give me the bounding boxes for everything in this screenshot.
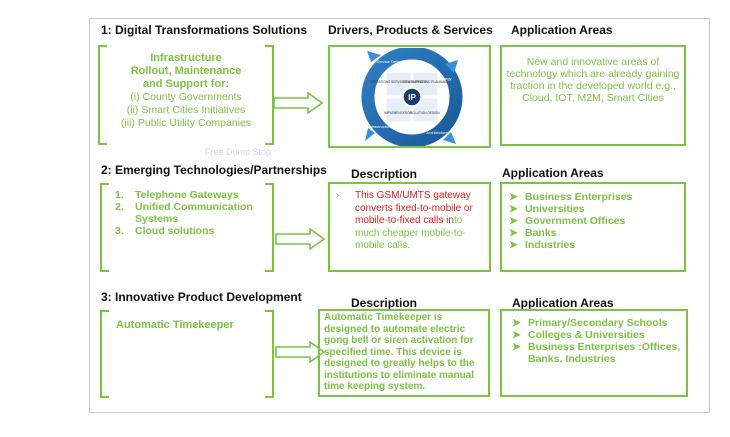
quad-2: CONSULTING AND PLANNING [402, 80, 448, 84]
ring-label-2: Strategy [437, 76, 452, 81]
desc-green-part: to much cheaper mobile-to-mobile calls. [355, 215, 466, 251]
cycle-arrowhead-3 [365, 128, 375, 141]
row2-app-list: ➤Business Enterprises ➤Universities ➤Gov… [509, 191, 681, 251]
row2-heading: 2: Emerging Technologies/Partnerships [101, 163, 327, 177]
quad-4: IMPLEMENTATION [384, 111, 413, 115]
row2-item-1: 1. Telephone Gateways [115, 189, 239, 201]
row2-item-2: 2. Unified Communication Systems [115, 201, 253, 225]
row2-desc-text: This GSM/UMTS gateway converts fixed-to-… [355, 190, 485, 253]
row3-app-item-1: ➤Primary/Secondary Schools [512, 317, 668, 329]
row2-list: 1. Telephone Gateways 2. Unified Communi… [115, 189, 265, 237]
row2-app-heading: Application Areas [502, 166, 604, 180]
cycle-arrowhead-4 [367, 51, 381, 62]
row2-app-box [500, 182, 686, 272]
row1-app-box [500, 45, 686, 146]
row1-heading: 1: Digital Transformations Solutions [101, 23, 308, 37]
row3-desc-box [318, 309, 490, 397]
ip-cycle-diagram: IP OPERATIONS SERVICES & SUPPORT CONSULT… [361, 48, 463, 146]
infra-item-3: (iii) Public Utility Companies [120, 117, 252, 129]
outer-frame [89, 18, 710, 413]
infra-item-1: (i) County Governments [130, 91, 242, 103]
drivers-box [328, 45, 491, 148]
row1-app-text: New and innovative areas of technology w… [506, 56, 680, 104]
row2-desc-heading: Description [351, 167, 418, 181]
infra-title-1: Infrastructure [150, 52, 222, 64]
desc-bullet: › [336, 190, 340, 201]
drivers-heading: Drivers, Products & Services [328, 23, 493, 37]
row3-bracket [100, 310, 274, 398]
row2-app-item-4: ➤Banks [509, 227, 557, 239]
row2-desc-box [328, 182, 491, 272]
infra-item-2: (ii) Smart Cities Initiatives [126, 104, 246, 116]
ring-label-3: Architecture [426, 130, 448, 135]
row2-item-3: 3. Cloud solutions [115, 225, 215, 237]
quad-3: SOLUTION DESIGN [410, 111, 440, 115]
cycle-arrowhead-2 [443, 132, 456, 144]
row2-bracket [100, 183, 274, 272]
row1-arrow [273, 92, 324, 114]
row2-app-item-1: ➤Business Enterprises [509, 191, 633, 203]
row3-heading: 3: Innovative Product Development [101, 290, 302, 304]
row2-app-item-2: ➤Universities [509, 203, 585, 215]
ghost-watermark-text: Free Dump Stop [205, 147, 272, 157]
cycle-arrowhead-1 [445, 60, 458, 73]
ring-label-1: Service Delivery [377, 59, 406, 64]
desc-red-part: This GSM/UMTS gateway converts fixed-to-… [355, 190, 473, 226]
row2-arrow [275, 228, 326, 250]
ring-label-4: Infrastructure [368, 124, 392, 129]
row3-arrow [275, 341, 326, 363]
quad-1: OPERATIONS SERVICES & SUPPORT [370, 80, 427, 84]
infra-title-3: and Support for: [142, 78, 230, 90]
row1-app-heading: Application Areas [511, 23, 613, 37]
row2-app-item-3: ➤Government Offices [509, 215, 626, 227]
infra-block: Infrastructure Rollout, Maintenance and … [105, 52, 267, 130]
row3-app-box [500, 309, 688, 397]
row3-app-heading: Application Areas [512, 296, 614, 310]
row2-app-item-5: ➤Industries [509, 239, 576, 251]
product-name: Automatic Timekeeper [116, 319, 234, 331]
row3-app-list: ➤Primary/Secondary Schools ➤Colleges & U… [512, 317, 684, 365]
infra-title-2: Rollout, Maintenance [130, 65, 242, 77]
row3-desc-text: Automatic Timekeeper is designed to auto… [324, 312, 475, 392]
row3-desc-heading: Description [351, 296, 418, 310]
row1-bracket [98, 45, 274, 145]
row3-app-item-3: ➤Business Enterprises :Offices, Banks, I… [512, 341, 681, 365]
ip-label: IP [408, 93, 416, 102]
row3-app-item-2: ➤Colleges & Universities [512, 329, 645, 341]
